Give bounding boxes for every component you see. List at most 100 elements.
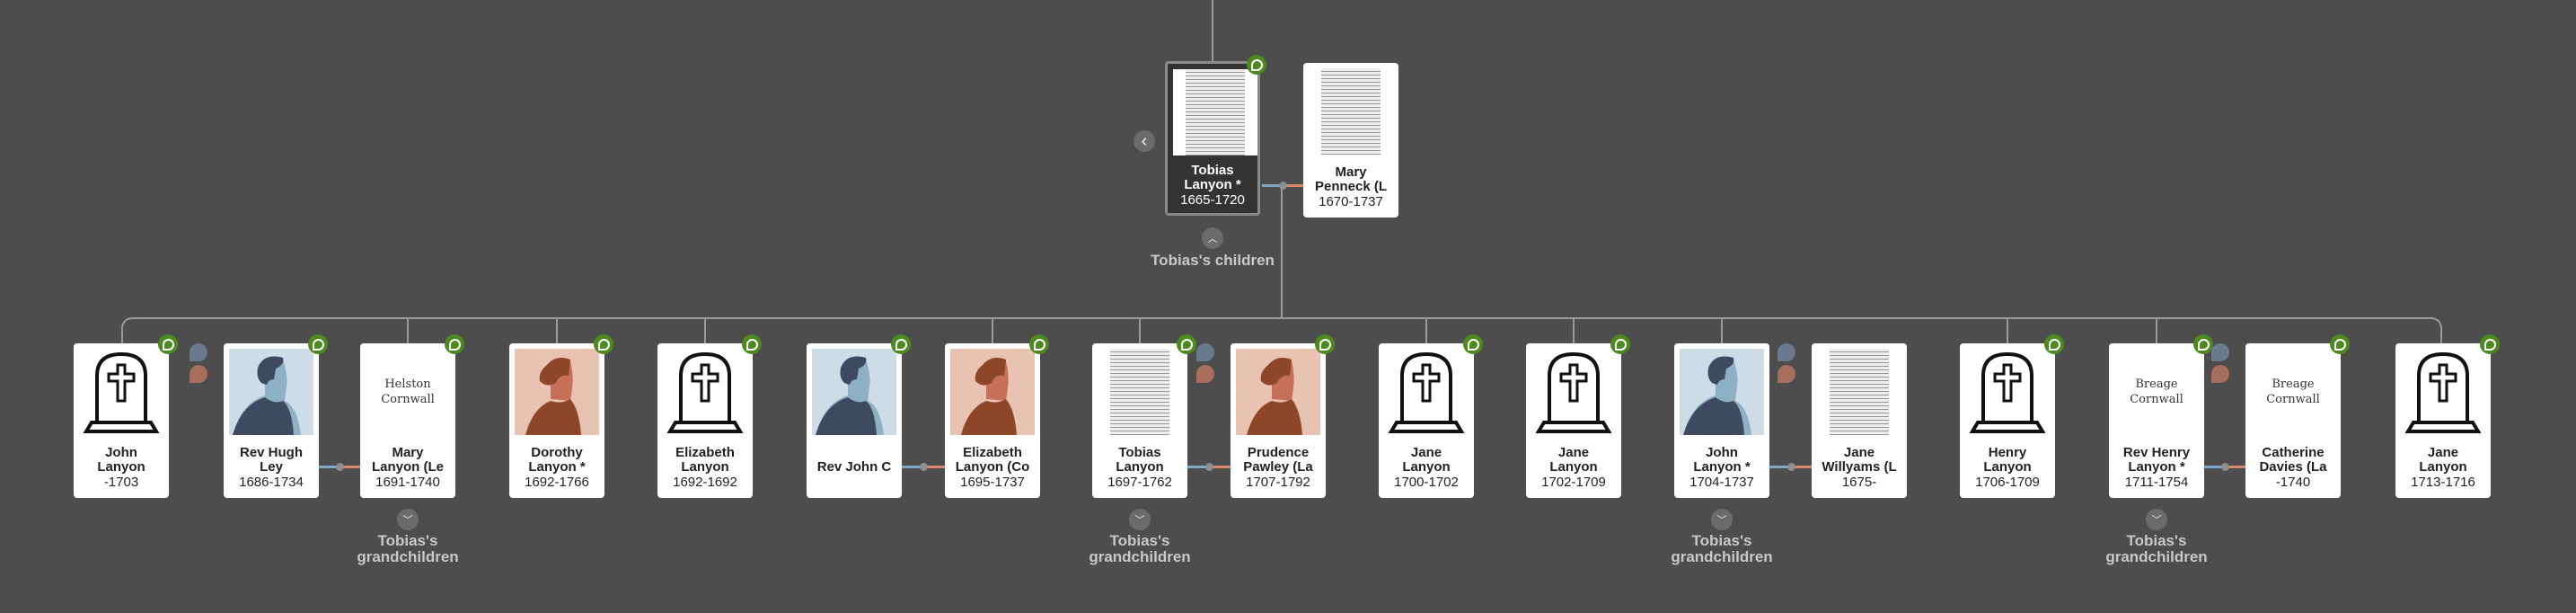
person-years: 1706-1709: [1975, 474, 2040, 490]
document-page: [1830, 349, 1889, 435]
person-card[interactable]: John Lanyon *1704-1737: [1674, 343, 1769, 498]
place-text: Breage Cornwall: [2114, 371, 2199, 413]
spouse-connector: [2204, 463, 2245, 471]
male-line: [319, 466, 340, 468]
person-card[interactable]: Rev John C: [807, 334, 911, 498]
hint-leaf-icon[interactable]: [2480, 334, 2500, 354]
hint-leaf-icon[interactable]: [1315, 334, 1335, 354]
person-card[interactable]: Dorothy Lanyon *1692-1766: [509, 334, 613, 498]
person-name: Jane Willyams (L: [1822, 444, 1897, 475]
person-years: -1740: [2275, 474, 2311, 490]
child-drop-line: [1721, 318, 1723, 343]
person-card[interactable]: John Lanyon-1703: [74, 334, 178, 498]
female-line: [923, 466, 945, 468]
hint-leaf-icon[interactable]: [1177, 334, 1196, 354]
hint-leaf-icon[interactable]: [2193, 334, 2213, 354]
hint-leaf-icon[interactable]: [1247, 55, 1266, 75]
grandchildren-toggle-button[interactable]: ﹀: [1129, 509, 1151, 530]
hint-leaf-icon[interactable]: [308, 334, 328, 354]
grandchildren-label: Tobias's grandchildren: [1089, 532, 1191, 565]
focus-person-card[interactable]: Tobias Lanyon *1665-1720: [1165, 55, 1266, 216]
spouse-connector: [319, 463, 360, 471]
parents-icons[interactable]: [2211, 343, 2231, 386]
hint-leaf-icon[interactable]: [445, 334, 464, 354]
female-silhouette-icon: [950, 349, 1035, 435]
grandchildren-toggle-button[interactable]: ﹀: [1711, 509, 1733, 530]
tombstone-icon: [1965, 349, 2050, 435]
child-drop-line: [704, 318, 706, 343]
person-years: 1670-1737: [1319, 193, 1383, 209]
female-silhouette-icon: [515, 349, 599, 435]
grandchildren-toggle-button[interactable]: ﹀: [2146, 509, 2167, 530]
person-name: John Lanyon: [97, 444, 146, 475]
person-years: 1713-1716: [2411, 474, 2475, 490]
tombstone-icon: [2401, 349, 2485, 435]
hint-leaf-icon[interactable]: [2330, 334, 2350, 354]
father-icon[interactable]: [190, 343, 207, 361]
place-image: Breage Cornwall: [2114, 349, 2199, 435]
father-icon[interactable]: [1196, 343, 1214, 361]
place-image: Breage Cornwall: [2251, 349, 2335, 435]
mother-icon[interactable]: [190, 365, 207, 383]
person-years: 1700-1702: [1394, 474, 1459, 490]
person-years: 1707-1792: [1246, 474, 1310, 490]
person-name: Rev Hugh Ley: [239, 444, 303, 475]
person-info: John Lanyon-1703: [74, 437, 169, 498]
mother-icon[interactable]: [2211, 365, 2229, 383]
parents-icons[interactable]: [1778, 343, 1797, 386]
father-icon[interactable]: [1778, 343, 1795, 361]
parents-icons[interactable]: [190, 343, 209, 386]
document-page: [1186, 69, 1245, 155]
person-name: Rev John C: [816, 459, 892, 475]
children-toggle-button[interactable]: ︿: [1202, 227, 1223, 249]
document-page: [1321, 68, 1381, 155]
person-years: 1697-1762: [1107, 474, 1172, 490]
hint-leaf-icon[interactable]: [158, 334, 178, 354]
child-drop-line: [1425, 318, 1427, 343]
place-text: Helston Cornwall: [366, 371, 450, 413]
person-years: 1695-1737: [960, 474, 1025, 490]
hint-leaf-icon[interactable]: [1029, 334, 1049, 354]
hint-leaf-icon[interactable]: [594, 334, 613, 354]
person-years: 1704-1737: [1689, 474, 1754, 490]
person-name: Prudence Pawley (La: [1243, 444, 1313, 475]
back-button[interactable]: ‹: [1134, 130, 1155, 152]
parents-icons[interactable]: [1196, 343, 1216, 386]
hint-leaf-icon[interactable]: [742, 334, 762, 354]
mother-icon[interactable]: [1778, 365, 1795, 383]
person-name: Mary Lanyon (Le: [371, 444, 444, 475]
child-drop-line: [556, 318, 558, 343]
hint-leaf-icon[interactable]: [2044, 334, 2064, 354]
parent-line: [1212, 0, 1213, 61]
couple-node: [1279, 182, 1287, 190]
person-years: -1703: [103, 474, 139, 490]
hint-leaf-icon[interactable]: [1463, 334, 1483, 354]
person-name: Mary Penneck (L: [1314, 164, 1388, 194]
couple-node: [336, 463, 344, 471]
father-icon[interactable]: [2211, 343, 2229, 361]
person-info: Catherine Davies (La-1740: [2245, 437, 2341, 498]
grandchildren-toggle-button[interactable]: ﹀: [397, 509, 419, 530]
hint-leaf-icon[interactable]: [891, 334, 911, 354]
spouse-connector: [1262, 182, 1303, 190]
place-image: Helston Cornwall: [366, 349, 450, 435]
mother-icon[interactable]: [1196, 365, 1214, 383]
hint-leaf-icon[interactable]: [1610, 334, 1630, 354]
document-image: [1098, 349, 1182, 435]
